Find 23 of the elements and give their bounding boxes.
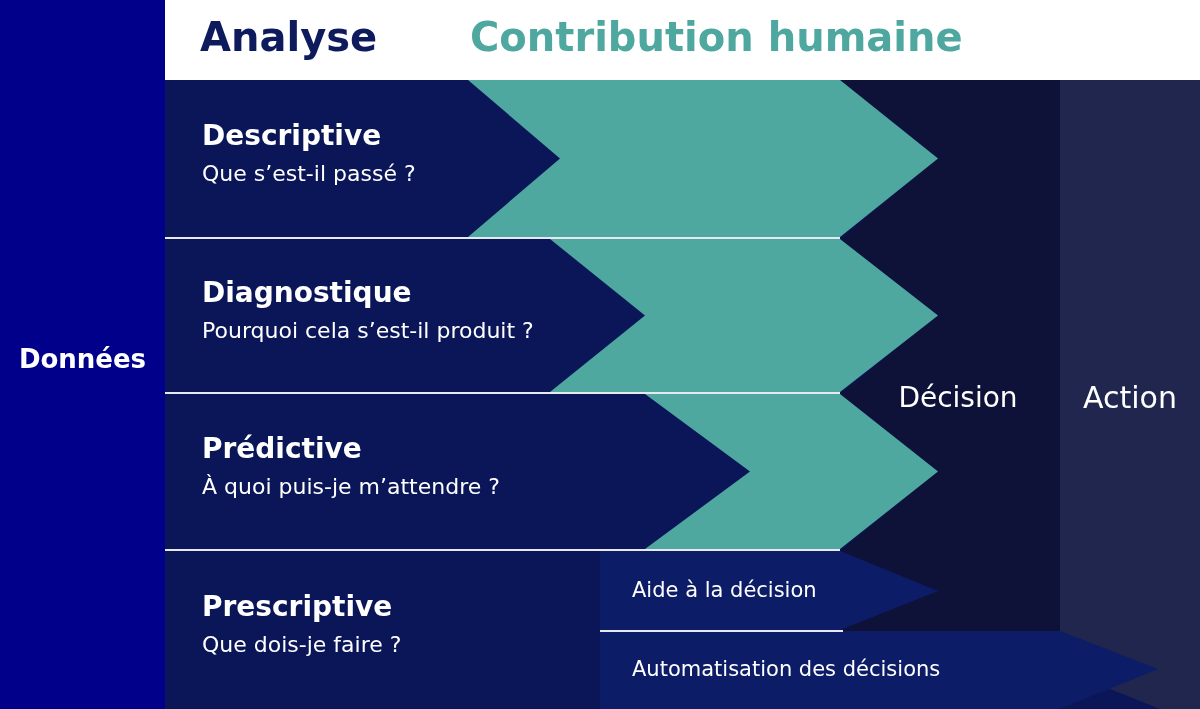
arrow-band [600,551,938,630]
action-column [1060,80,1200,709]
chevron-arrow [645,394,938,549]
analysis-type-heading: Prédictive [202,431,362,465]
analysis-type-heading: Prescriptive [202,590,393,623]
data-band [0,0,165,709]
column-label: Action [1083,379,1177,415]
arrow-band [600,631,1158,709]
column-label: Données [18,344,147,374]
analysis-type-heading: Diagnostique [202,275,412,309]
column-label: Décision [898,380,1018,414]
analysis-question: Que s’est-il passé ? [202,160,416,186]
chevron-arrow [550,239,938,392]
chevron-arrow [468,80,938,237]
analysis-type-heading: Descriptive [202,118,382,152]
arrow-label: Automatisation des décisions [632,656,941,681]
analysis-question: Pourquoi cela s’est-il produit ? [202,317,534,343]
decision-column [840,80,1060,631]
analysis-question: Que dois-je faire ? [202,632,402,657]
section-heading: Analyse [200,14,378,60]
arrow-label: Aide à la décision [632,577,817,602]
analysis-question: À quoi puis-je m’attendre ? [202,473,500,499]
section-heading: Contribution humaine [470,14,963,60]
